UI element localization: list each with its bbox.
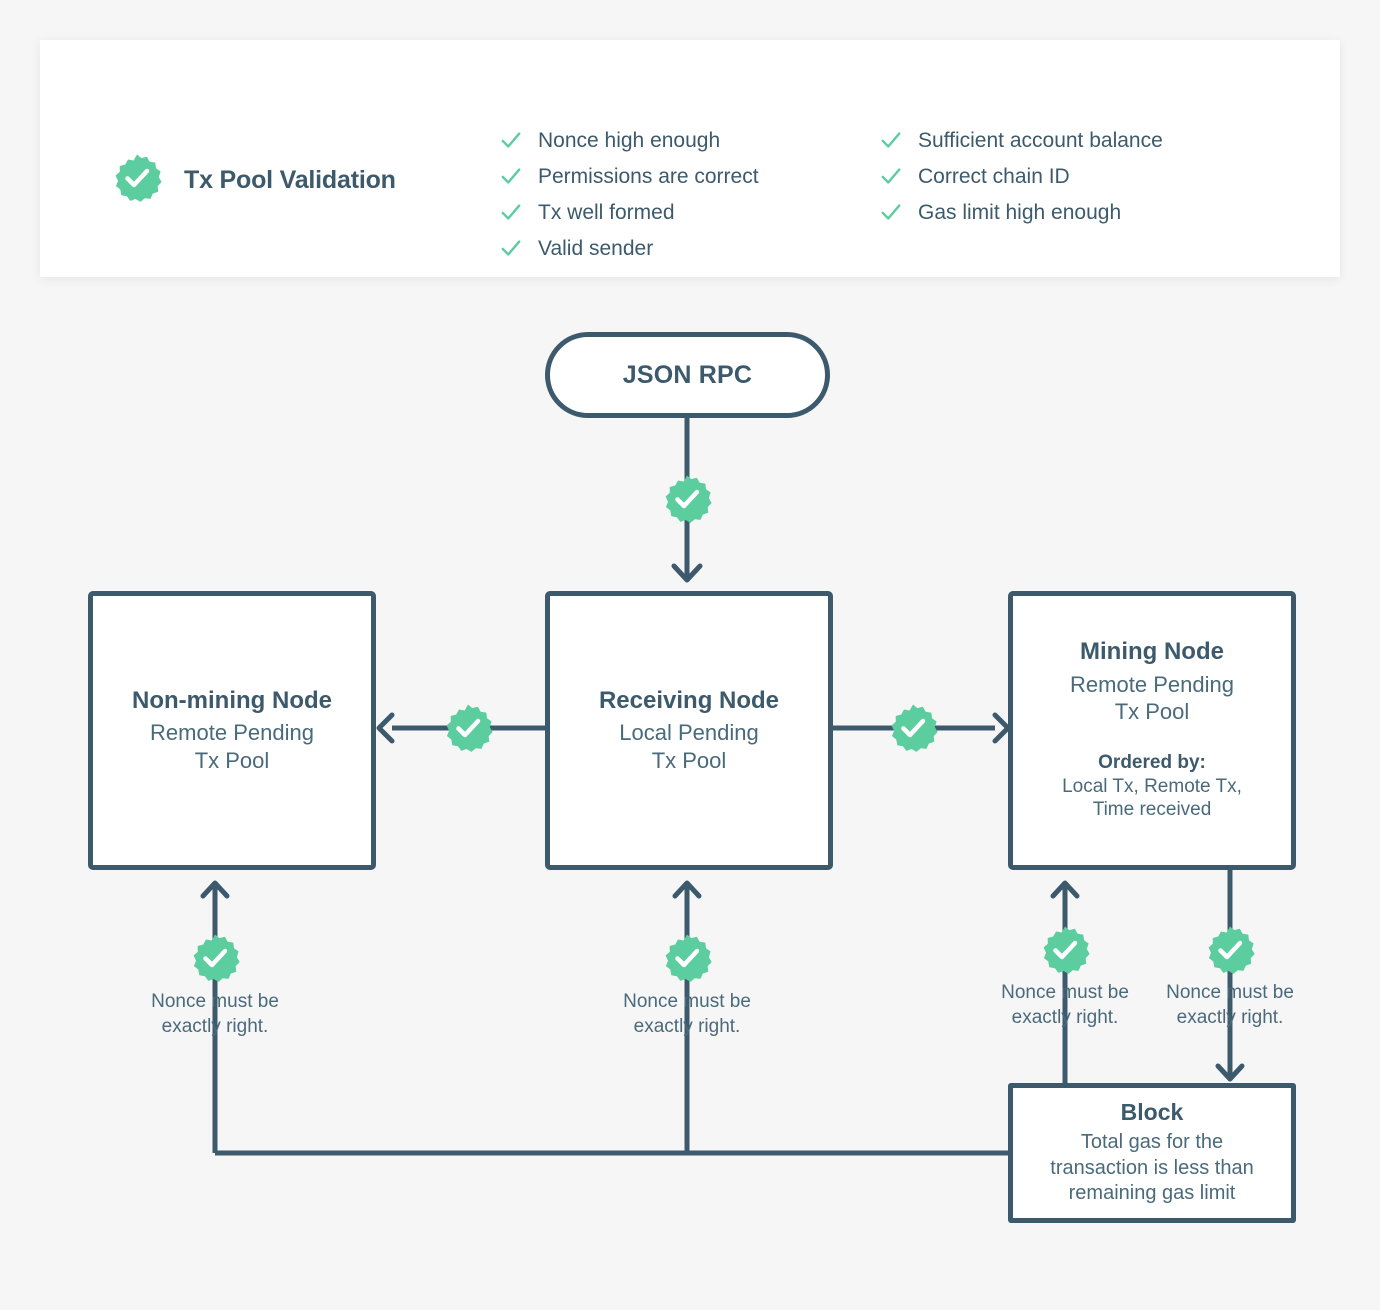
page-title: Tx Pool Validation: [184, 166, 396, 194]
checklist-item: Nonce high enough: [500, 122, 880, 158]
node-receiving-subtitle: Local Pending Tx Pool: [619, 720, 759, 773]
checklist-item: Tx well formed: [500, 194, 880, 230]
badge-receiving-to-mining: [888, 703, 938, 758]
checklist-item: Gas limit high enough: [880, 194, 1300, 230]
checklist-item-label: Permissions are correct: [538, 164, 759, 188]
node-mining-ordered-by-title: Ordered by:: [1098, 751, 1206, 773]
validation-checklist: Nonce high enough Permissions are correc…: [500, 122, 1300, 266]
node-mining-title: Mining Node: [1080, 638, 1224, 665]
node-json-rpc-label: JSON RPC: [622, 360, 753, 389]
node-receiving[interactable]: Receiving Node Local Pending Tx Pool: [545, 591, 833, 870]
check-icon: [880, 129, 902, 151]
caption-non-mining: Nonce must be exactly right.: [151, 991, 279, 1037]
badge-block-to-receiving: [662, 933, 712, 988]
node-receiving-title: Receiving Node: [598, 686, 780, 714]
node-block-subtitle: Total gas for the transaction is less th…: [1050, 1130, 1254, 1205]
checklist-item: Sufficient account balance: [880, 122, 1300, 158]
node-non-mining-subtitle: Remote Pending Tx Pool: [150, 720, 314, 773]
node-json-rpc[interactable]: JSON RPC: [545, 332, 830, 418]
caption-receiving: Nonce must be exactly right.: [623, 991, 751, 1037]
tx-pool-validation-panel: Tx Pool Validation Nonce high enough Per…: [40, 40, 1340, 277]
edge-block-to-receiving: [672, 880, 702, 1153]
checklist-item: Permissions are correct: [500, 158, 880, 194]
node-mining[interactable]: Mining Node Remote Pending Tx Pool Order…: [1008, 591, 1296, 870]
checklist-item: Valid sender: [500, 230, 880, 266]
node-non-mining[interactable]: Non-mining Node Remote Pending Tx Pool: [88, 591, 376, 870]
edge-block-to-non-mining: [200, 880, 230, 1153]
checklist-item-label: Nonce high enough: [538, 128, 721, 152]
caption-mining-in: Nonce must be exactly right.: [1001, 982, 1129, 1028]
edge-block-to-mining: [1050, 880, 1080, 1090]
checklist-item-label: Gas limit high enough: [918, 200, 1122, 224]
check-seal-icon: [112, 153, 162, 208]
checklist-item-label: Sufficient account balance: [918, 128, 1163, 152]
checklist-item-label: Valid sender: [538, 236, 654, 260]
check-icon: [500, 237, 522, 259]
badge-block-to-mining: [1040, 925, 1090, 980]
badge-block-to-non-mining: [190, 933, 240, 988]
check-icon: [500, 129, 522, 151]
checklist-item-label: Tx well formed: [538, 200, 675, 224]
checklist-column-left: Nonce high enough Permissions are correc…: [500, 122, 880, 266]
node-mining-ordered-by-body: Local Tx, Remote Tx, Time received: [1062, 775, 1242, 821]
check-icon: [880, 165, 902, 187]
edge-mining-to-block: [1215, 870, 1245, 1082]
node-non-mining-title: Non-mining Node: [132, 686, 332, 714]
check-icon: [500, 201, 522, 223]
check-icon: [880, 201, 902, 223]
checklist-column-right: Sufficient account balance Correct chain…: [880, 122, 1300, 266]
checklist-item: Correct chain ID: [880, 158, 1300, 194]
panel-title-group: Tx Pool Validation: [112, 153, 396, 208]
badge-mining-to-block: [1205, 925, 1255, 980]
caption-mining-out: Nonce must be exactly right.: [1166, 982, 1294, 1028]
node-block-title: Block: [1120, 1099, 1184, 1126]
node-mining-subtitle: Remote Pending Tx Pool: [1070, 671, 1234, 725]
node-block[interactable]: Block Total gas for the transaction is l…: [1008, 1083, 1296, 1223]
check-icon: [500, 165, 522, 187]
badge-receiving-to-non-mining: [443, 703, 493, 758]
badge-rpc-to-receiving: [662, 474, 712, 529]
checklist-item-label: Correct chain ID: [918, 164, 1070, 188]
